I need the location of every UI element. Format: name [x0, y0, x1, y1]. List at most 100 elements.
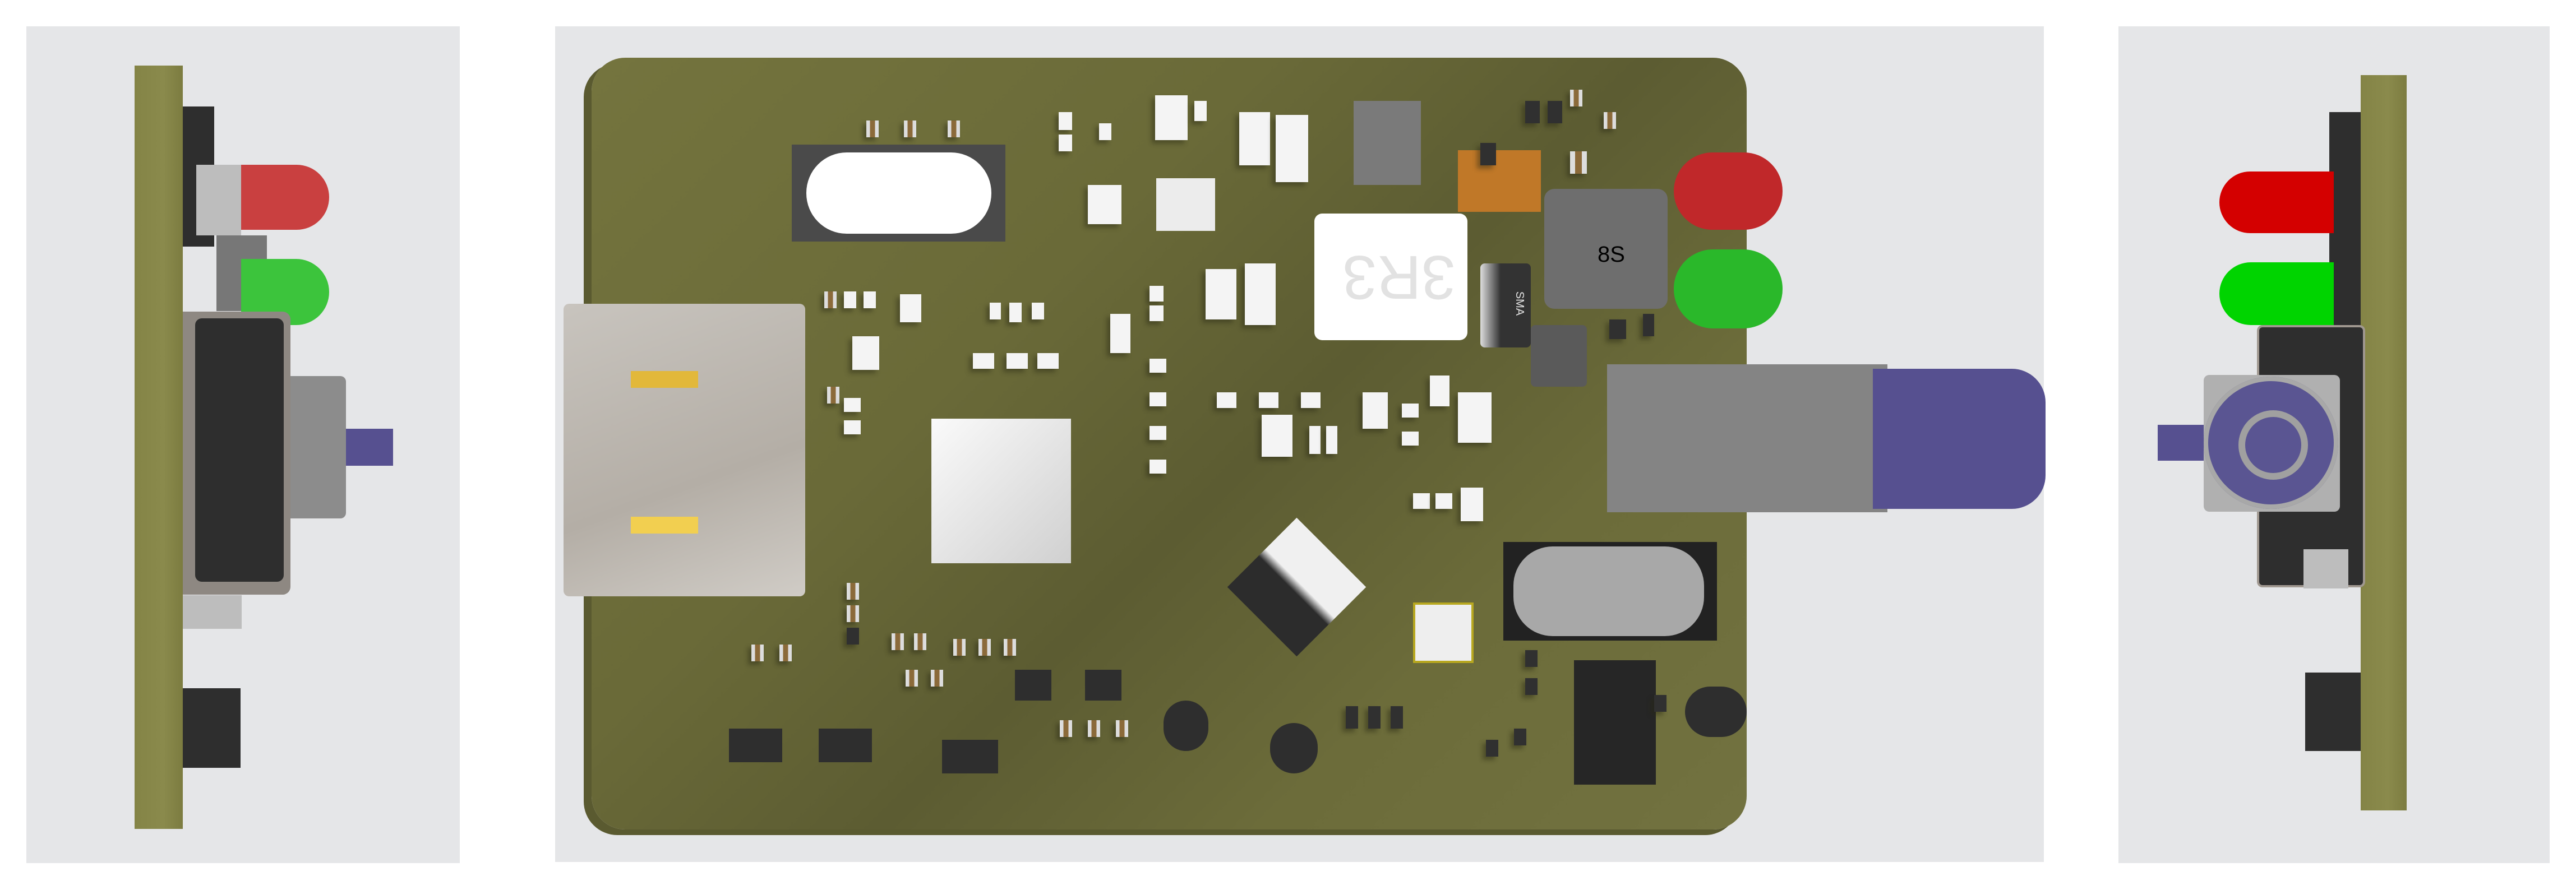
smd-component	[1206, 269, 1236, 319]
tantalum-caps	[1458, 150, 1541, 212]
smd-component	[1217, 392, 1236, 408]
smd-component	[1060, 720, 1072, 737]
diode-sma: SMA	[1480, 263, 1531, 347]
smd-component	[1099, 123, 1111, 140]
mems-oscillator	[1413, 602, 1474, 663]
smd-component	[904, 120, 916, 137]
smd-component	[1037, 353, 1059, 369]
sot-regulator	[1354, 101, 1421, 185]
smd-component	[953, 639, 966, 656]
smd-component	[906, 670, 918, 687]
right-jack-pin	[2158, 425, 2204, 461]
smd-component	[824, 291, 837, 308]
smd-component	[1149, 392, 1166, 406]
smd-component	[844, 291, 856, 308]
left-jack-body	[290, 376, 346, 518]
smd-component	[1402, 404, 1419, 418]
smd-component	[1525, 101, 1540, 123]
smd-component	[852, 336, 879, 370]
transistor-1	[729, 729, 782, 762]
smd-component	[1435, 493, 1452, 509]
smd-component	[779, 645, 792, 661]
smd-component	[1458, 392, 1492, 443]
smd-component	[847, 605, 859, 622]
smd-component	[1088, 720, 1100, 737]
smd-component	[847, 628, 859, 645]
left-hdmi-connector	[183, 312, 290, 595]
smd-component	[1643, 314, 1654, 336]
smd-component	[1525, 650, 1538, 667]
smd-component	[1116, 720, 1128, 737]
smd-component	[847, 583, 859, 600]
smd-component	[1194, 101, 1207, 121]
led-red	[1674, 152, 1783, 230]
soic-chip	[1574, 660, 1656, 785]
smd-component	[1525, 678, 1538, 695]
power-inductor: 8S	[1544, 189, 1668, 309]
smd-component	[1654, 695, 1666, 712]
led-green	[1674, 249, 1783, 328]
smd-component	[1301, 392, 1321, 408]
smd-component	[827, 387, 839, 404]
smd-component	[1059, 112, 1072, 130]
hdmi-connector	[564, 304, 805, 596]
smd-component	[1480, 143, 1496, 165]
small-inductor	[1531, 325, 1587, 387]
smd-component	[866, 120, 879, 137]
smd-component	[1276, 115, 1308, 182]
left-switch	[183, 688, 241, 768]
smd-component	[990, 303, 1001, 319]
buzzer-center	[1270, 723, 1318, 773]
smd-component	[1149, 286, 1164, 302]
buzzer-left	[1164, 701, 1208, 751]
smd-component	[1486, 740, 1498, 757]
smd-component	[1514, 729, 1526, 745]
left-lower-part	[183, 595, 242, 629]
smd-component	[1262, 415, 1292, 457]
mosfet-2	[1085, 670, 1121, 701]
smd-component	[914, 633, 926, 650]
smd-component	[1004, 639, 1016, 656]
smd-component	[1461, 488, 1483, 521]
smd-component	[1548, 101, 1562, 123]
smd-component	[1326, 426, 1337, 454]
smd-component	[1570, 90, 1582, 106]
smd-component	[1155, 95, 1188, 140]
smd-component	[1110, 314, 1130, 353]
smd-component	[751, 645, 764, 661]
hdmi-contact-bottom	[631, 517, 698, 534]
smd-component	[1413, 493, 1430, 509]
smd-component	[1149, 305, 1164, 321]
smd-component	[1245, 263, 1276, 325]
smd-component	[1032, 303, 1044, 319]
diode-marking: SMA	[1513, 291, 1526, 316]
smd-component	[931, 670, 943, 687]
smd-component	[864, 291, 876, 308]
smd-component	[978, 639, 991, 656]
right-component-top	[2329, 112, 2361, 347]
buzzer-right	[1685, 687, 1747, 737]
right-jack-face	[2204, 377, 2338, 509]
smd-component	[1368, 706, 1381, 729]
hdmi-port-opening	[195, 318, 284, 582]
left-led-holder	[196, 165, 241, 235]
smd-component	[1059, 135, 1072, 151]
smd-component	[1570, 151, 1587, 174]
right-led-red	[2219, 171, 2334, 233]
coin-cell-holder	[1503, 542, 1717, 641]
smd-component	[1088, 185, 1121, 224]
smd-component	[844, 398, 861, 412]
inductor-3r3: 3R3	[1314, 214, 1467, 340]
smd-component	[1430, 376, 1449, 406]
right-pcb-edge	[2361, 75, 2407, 810]
smd-component	[948, 120, 960, 137]
smd-component	[1402, 432, 1419, 446]
right-led-green	[2219, 262, 2334, 325]
smd-component	[1149, 460, 1166, 474]
smd-component	[1346, 706, 1358, 729]
smd-component	[844, 420, 861, 434]
power-inductor-marking: 8S	[1598, 242, 1625, 267]
smd-component	[1239, 112, 1270, 165]
smd-component	[1363, 392, 1388, 429]
right-lower-part	[2303, 549, 2348, 588]
